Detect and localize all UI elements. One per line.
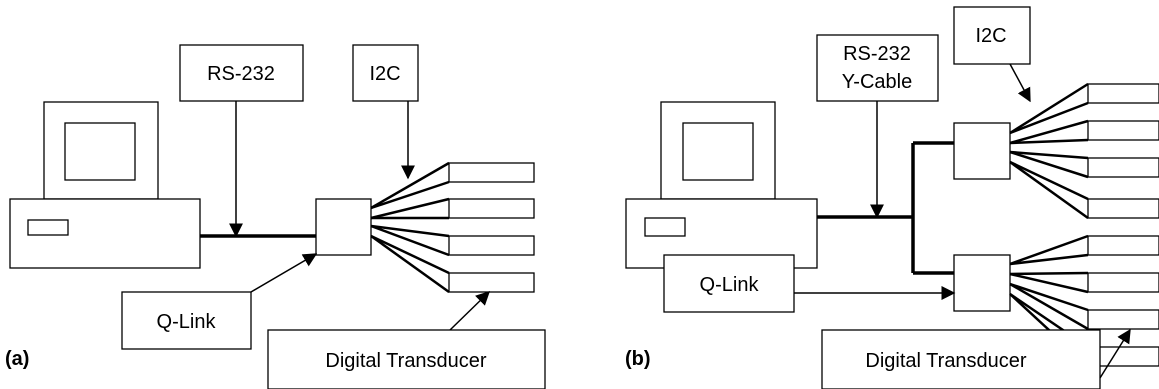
transducer-label-a: Digital Transducer [325, 350, 487, 372]
transducer-b7 [1087, 309, 1159, 330]
transducer-a4 [448, 272, 535, 293]
monitor-screen-a [64, 122, 136, 181]
transducer-b2 [1087, 120, 1159, 141]
i2c-arrow-b [1009, 63, 1031, 103]
transducer-label-box-b [821, 329, 1101, 389]
transducers-a [448, 162, 535, 293]
transducer-b3 [1087, 157, 1159, 178]
transducer-arrow-b [1099, 328, 1131, 379]
panel-label-b: (b) [625, 348, 651, 370]
rs232-label-b-line2: Y-Cable [842, 71, 912, 93]
hub-b1 [953, 122, 1011, 180]
transducer-label-b: Digital Transducer [865, 350, 1027, 372]
monitor-screen-b [682, 122, 754, 181]
drive-slot-a [27, 219, 69, 236]
transducer-b5 [1087, 235, 1159, 256]
drive-slot-b [644, 217, 686, 237]
qlink-label-a: Q-Link [157, 311, 217, 333]
qlink-label-box-a [121, 291, 252, 350]
panel-a: RS-232 I2C Q-Link Digital Transducer (a) [5, 44, 546, 389]
qlink-arrow-a [250, 253, 318, 293]
i2c-label-box-b [953, 6, 1031, 65]
transducer-a2 [448, 198, 535, 219]
qlink-label-b: Q-Link [700, 274, 760, 296]
transducer-arrow-a [449, 291, 491, 331]
computer-a [9, 101, 201, 269]
transducer-b1 [1087, 83, 1159, 104]
i2c-label-a: I2C [369, 63, 400, 85]
i2c-label-b: I2C [975, 25, 1006, 47]
rs232-label-box-a [179, 44, 304, 102]
panel-b: RS-232 Y-Cable I2C Q-Link Digital Transd… [625, 6, 1159, 389]
computer-b [625, 101, 818, 269]
i2c-label-box-a [352, 44, 419, 102]
transducer-a1 [448, 162, 535, 183]
transducer-b4 [1087, 198, 1159, 219]
hub-b2 [953, 254, 1011, 312]
panel-label-a: (a) [5, 348, 29, 370]
rs232-label-box-b [816, 34, 939, 102]
transducer-label-box-a [267, 329, 546, 389]
transducers-b-lower [1087, 235, 1159, 367]
transducers-b-upper [1087, 83, 1159, 219]
rs232-label-a: RS-232 [207, 63, 275, 85]
transducer-a3 [448, 235, 535, 256]
rs232-ycable-b [817, 141, 954, 275]
rs232-label-b-line1: RS-232 [843, 43, 911, 65]
hub-a [315, 198, 372, 256]
transducer-b6 [1087, 272, 1159, 293]
qlink-label-box-b [663, 254, 795, 313]
i2c-fanout-b-upper [1009, 82, 1089, 220]
i2c-fanout-a [370, 161, 450, 294]
